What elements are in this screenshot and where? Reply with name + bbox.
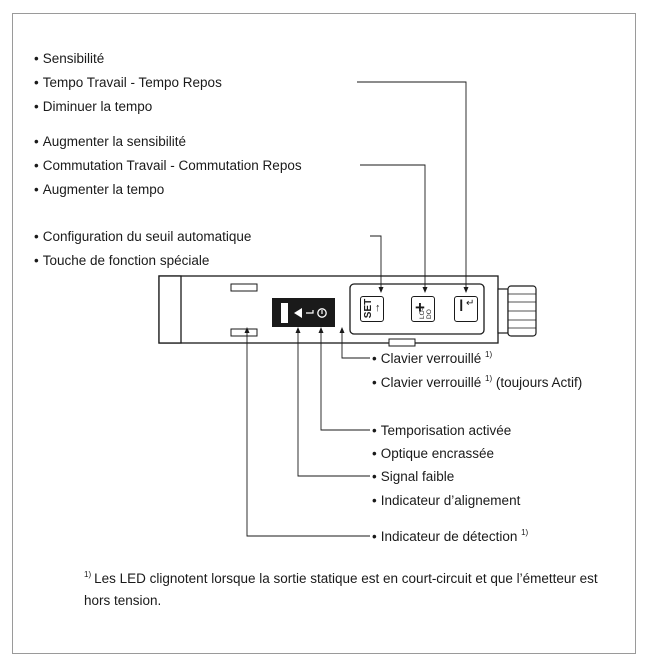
leader-signal bbox=[297, 329, 370, 477]
label-clavier-verrouille-actif: •Clavier verrouillé 1) (toujours Actif) bbox=[372, 374, 583, 391]
footnote: 1)Les LED clignotent lorsque la sortie s… bbox=[84, 568, 604, 612]
footnote-marker: 1) bbox=[84, 570, 92, 579]
plus-key: + LO-DO bbox=[411, 296, 435, 322]
leader-seuil bbox=[370, 235, 382, 290]
label-signal-faible: •Signal faible bbox=[372, 469, 455, 484]
minus-icon: ǀ bbox=[459, 298, 464, 315]
footnote-text: Les LED clignotent lorsque la sortie sta… bbox=[84, 571, 598, 608]
minus-key: ǀ ↵ bbox=[454, 296, 478, 322]
set-key-label: SET bbox=[363, 298, 375, 319]
led-detection-bar bbox=[281, 303, 288, 323]
set-key-arrow-icon: ↑ bbox=[375, 302, 381, 314]
sensor-end-cap bbox=[158, 275, 182, 344]
label-touche-fonction: •Touche de fonction spéciale bbox=[34, 253, 210, 268]
label-optique-encrassee: •Optique encrassée bbox=[372, 446, 495, 461]
label-clavier-verrouille: •Clavier verrouillé 1) bbox=[372, 350, 493, 367]
leader-clavier bbox=[341, 329, 370, 359]
set-key: SET ↑ bbox=[360, 296, 384, 322]
label-diminuer-tempo: •Diminuer la tempo bbox=[34, 99, 153, 114]
label-augmenter-sensibilite: •Augmenter la sensibilité bbox=[34, 134, 187, 149]
label-temporisation-activee: •Temporisation activée bbox=[372, 423, 512, 438]
label-augmenter-tempo: •Augmenter la tempo bbox=[34, 182, 165, 197]
label-sensibilite: •Sensibilité bbox=[34, 51, 105, 66]
plus-icon: + bbox=[415, 298, 425, 317]
leader-detection bbox=[246, 329, 370, 537]
notch-bottom-right bbox=[388, 338, 416, 347]
led-temporisation-glyph bbox=[306, 310, 314, 314]
led-signal-triangle bbox=[294, 308, 302, 318]
leader-commutation bbox=[360, 164, 426, 290]
notch-bottom-left bbox=[230, 328, 258, 337]
led-lock-circle bbox=[317, 308, 327, 318]
connector-collar bbox=[497, 288, 509, 334]
label-indicateur-alignement: •Indicateur d’alignement bbox=[372, 493, 521, 508]
label-commutation: •Commutation Travail - Commutation Repos bbox=[34, 158, 302, 173]
leader-temporisation bbox=[320, 329, 370, 431]
label-tempo-travail-repos: •Tempo Travail - Tempo Repos bbox=[34, 75, 222, 90]
notch-top-left bbox=[230, 283, 258, 292]
label-configuration-seuil: •Configuration du seuil automatique bbox=[34, 229, 252, 244]
leader-tempo bbox=[357, 81, 467, 290]
minus-key-arrow-icon: ↵ bbox=[466, 298, 475, 309]
figure-frame bbox=[12, 13, 636, 654]
plus-key-sublabel: LO-DO bbox=[419, 308, 433, 319]
label-indicateur-detection: •Indicateur de détection 1) bbox=[372, 528, 529, 545]
